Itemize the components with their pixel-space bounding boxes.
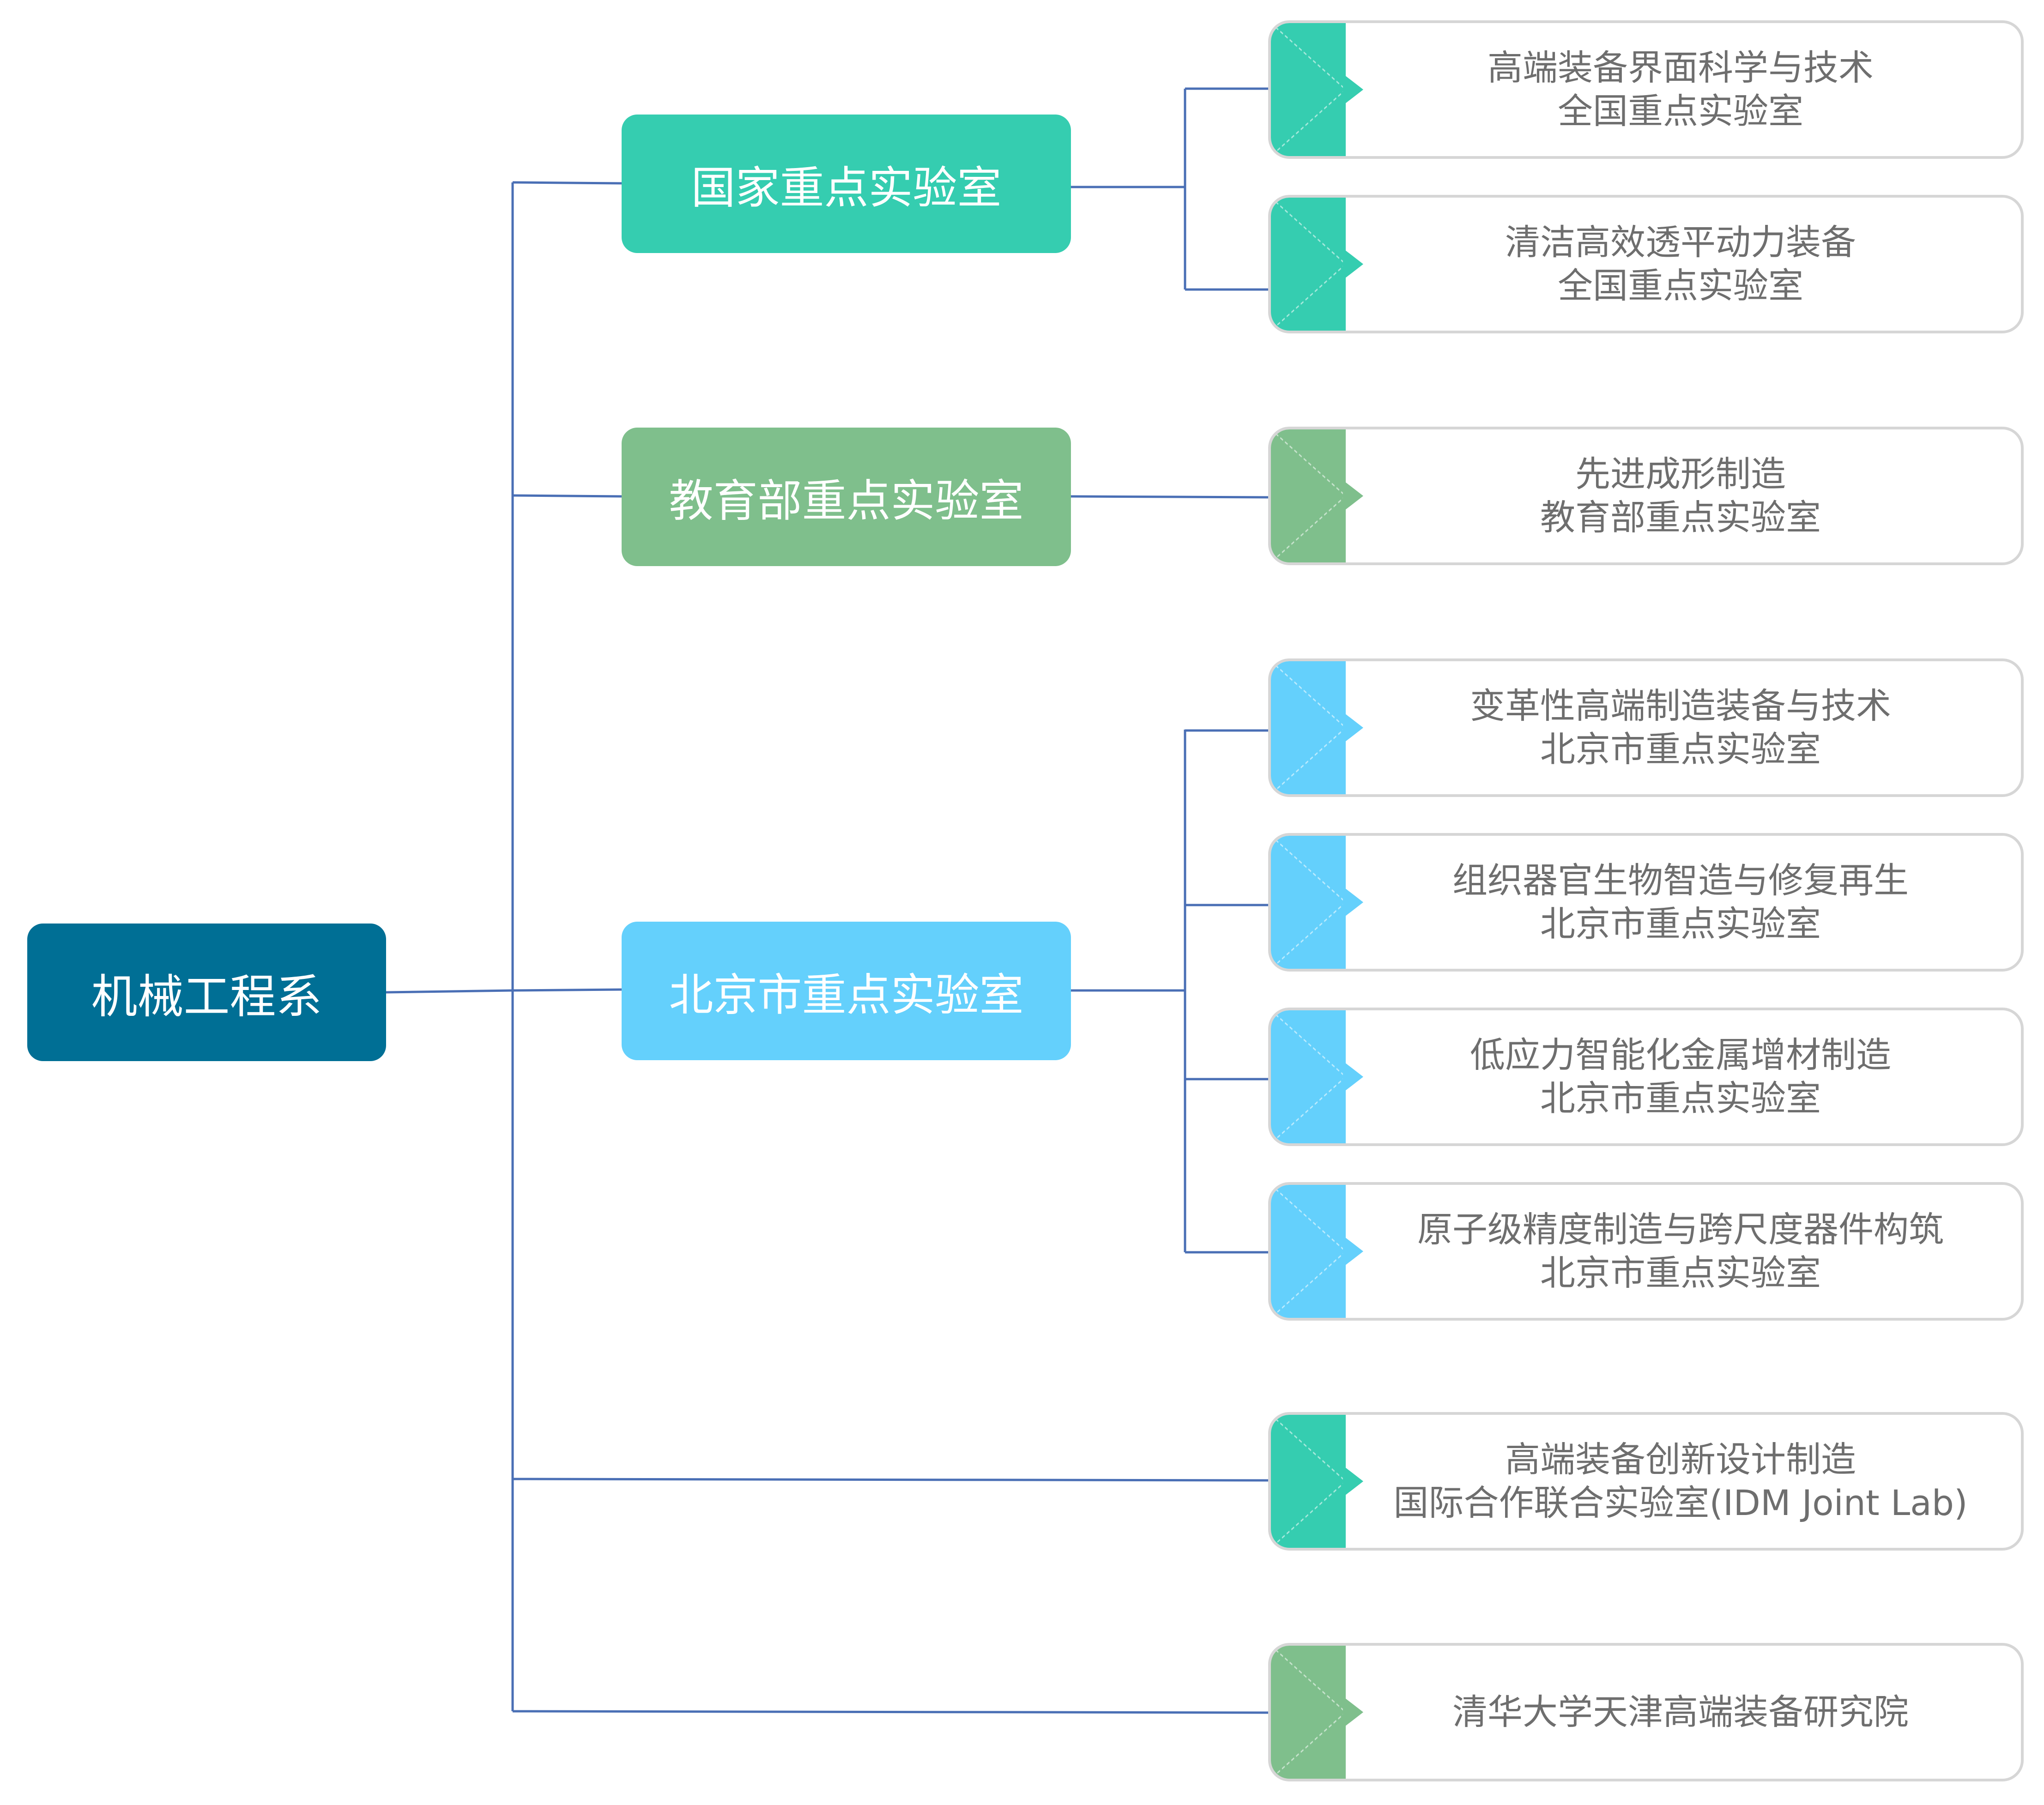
leaf-lab-card: 清华大学天津高端装备研究院: [1268, 1643, 2024, 1781]
leaf-accent-strip: [1271, 23, 1346, 156]
leaf-accent-strip: [1271, 661, 1346, 794]
leaf-line-2: 北京市重点实验室: [1540, 1078, 1821, 1119]
leaf-text: 低应力智能化金属增材制造 北京市重点实验室: [1349, 1010, 2012, 1143]
leaf-line-1: 先进成形制造: [1575, 453, 1786, 495]
leaf-line-1: 高端装备创新设计制造: [1505, 1439, 1856, 1480]
leaf-text: 高端装备创新设计制造 国际合作联合实验室(IDM Joint Lab): [1349, 1415, 2012, 1548]
connector-leaf-tianjin: [512, 1710, 1269, 1714]
leaf-lab-card: 先进成形制造 教育部重点实验室: [1268, 427, 2024, 565]
category-moe-key-lab: 教育部重点实验室: [622, 428, 1071, 566]
arrow-icon: [1343, 74, 1363, 105]
connector-cat-national: [512, 181, 622, 185]
leaf-line-2: 北京市重点实验室: [1540, 1252, 1821, 1293]
leaf-line-2: 全国重点实验室: [1558, 265, 1803, 306]
leaf-accent-strip: [1271, 836, 1346, 969]
leaf-accent-strip: [1271, 1646, 1346, 1779]
leaf-line-2: 北京市重点实验室: [1540, 903, 1821, 944]
leaf-line-1: 变革性高端制造装备与技术: [1470, 685, 1891, 726]
leaf-text: 变革性高端制造装备与技术 北京市重点实验室: [1349, 661, 2012, 794]
connector-leaf-3: [1070, 495, 1269, 499]
category-national-key-lab: 国家重点实验室: [622, 115, 1071, 253]
category-label: 国家重点实验室: [691, 162, 1002, 214]
leaf-line-1: 清洁高效透平动力装备: [1505, 222, 1856, 263]
leaf-line-2: 国际合作联合实验室(IDM Joint Lab): [1393, 1482, 1968, 1523]
leaf-line-2: 北京市重点实验室: [1540, 729, 1821, 770]
leaf-accent-strip: [1271, 1185, 1346, 1318]
leaf-line-1: 组织器官生物智造与修复再生: [1452, 860, 1909, 901]
leaf-line-2: 全国重点实验室: [1558, 91, 1803, 132]
leaf-line-1: 清华大学天津高端装备研究院: [1452, 1691, 1909, 1733]
leaf-lab-card: 高端装备创新设计制造 国际合作联合实验室(IDM Joint Lab): [1268, 1412, 2024, 1551]
arrow-icon: [1343, 480, 1363, 512]
arrow-icon: [1343, 1061, 1363, 1093]
leaf-line-1: 原子级精度制造与跨尺度器件构筑: [1417, 1209, 1944, 1250]
category-label: 教育部重点实验室: [669, 475, 1024, 527]
leaf-lab-card: 原子级精度制造与跨尺度器件构筑 北京市重点实验室: [1268, 1182, 2024, 1321]
leaf-line-1: 高端装备界面科学与技术: [1488, 47, 1874, 88]
leaf-lab-card: 清洁高效透平动力装备 全国重点实验室: [1268, 195, 2024, 333]
connector-leaf-idm: [512, 1478, 1269, 1482]
leaf-accent-strip: [1271, 1415, 1346, 1548]
leaf-text: 高端装备界面科学与技术 全国重点实验室: [1349, 23, 2012, 156]
category-beijing-key-lab: 北京市重点实验室: [622, 922, 1071, 1060]
leaf-lab-card: 低应力智能化金属增材制造 北京市重点实验室: [1268, 1008, 2024, 1146]
leaf-lab-card: 高端装备界面科学与技术 全国重点实验室: [1268, 20, 2024, 159]
arrow-icon: [1343, 1466, 1363, 1497]
arrow-icon: [1343, 1236, 1363, 1267]
leaf-lab-card: 变革性高端制造装备与技术 北京市重点实验室: [1268, 658, 2024, 797]
leaf-accent-strip: [1271, 429, 1346, 562]
leaf-text: 清华大学天津高端装备研究院: [1349, 1646, 2012, 1779]
arrow-icon: [1343, 712, 1363, 743]
root-node: 机械工程系: [27, 924, 386, 1061]
arrow-icon: [1343, 887, 1363, 918]
leaf-text: 组织器官生物智造与修复再生 北京市重点实验室: [1349, 836, 2012, 969]
leaf-accent-strip: [1271, 1010, 1346, 1143]
connector-cat-moe: [512, 494, 622, 498]
leaf-text: 先进成形制造 教育部重点实验室: [1349, 429, 2012, 562]
arrow-icon: [1343, 248, 1363, 280]
leaf-line-2: 教育部重点实验室: [1540, 497, 1821, 538]
root-label: 机械工程系: [91, 969, 322, 1024]
leaf-lab-card: 组织器官生物智造与修复再生 北京市重点实验室: [1268, 833, 2024, 972]
leaf-accent-strip: [1271, 198, 1346, 331]
leaf-text: 原子级精度制造与跨尺度器件构筑 北京市重点实验室: [1349, 1185, 2012, 1318]
category-label: 北京市重点实验室: [669, 969, 1024, 1021]
leaf-line-1: 低应力智能化金属增材制造: [1470, 1034, 1891, 1075]
connector-root: [386, 989, 513, 994]
arrow-icon: [1343, 1696, 1363, 1728]
leaf-text: 清洁高效透平动力装备 全国重点实验室: [1349, 198, 2012, 331]
